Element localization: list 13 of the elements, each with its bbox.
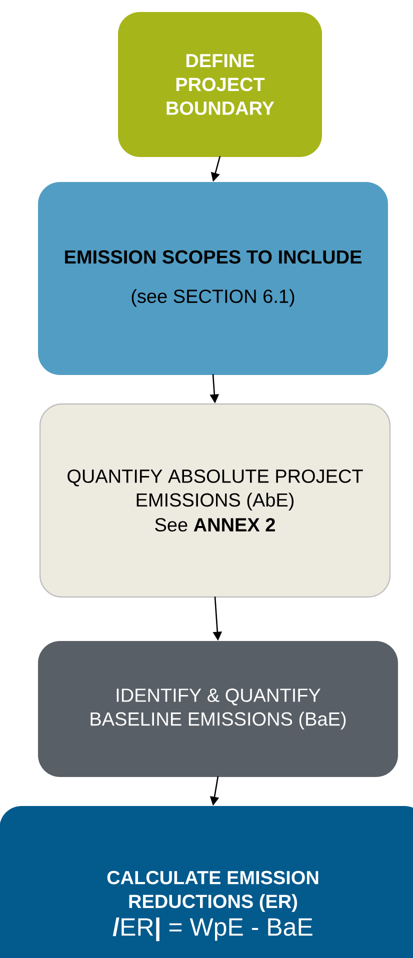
- process-box: [39, 403, 391, 598]
- result-box: [0, 806, 413, 958]
- node-text: IDENTIFY & QUANTIFY BASELINE EMISSIONS (BaE): [90, 688, 346, 730]
- node-text: See ANNEX 2: [155, 518, 275, 532]
- node-text: DEFINE PROJECT BOUNDARY: [166, 54, 274, 115]
- node-text: EMISSION SCOPES TO INCLUDE: [65, 250, 362, 264]
- node-text: CALCULATE EMISSION REDUCTIONS (ER): [107, 870, 318, 912]
- node-text: (see SECTION 6.1): [132, 289, 294, 307]
- process-box: [38, 641, 398, 777]
- node-text: /ER| = WpE - BaE: [112, 917, 312, 942]
- process-box: [118, 12, 322, 157]
- node-text: QUANTIFY ABSOLUTE PROJECT EMISSIONS (AbE): [68, 469, 363, 510]
- process-box: [38, 182, 388, 375]
